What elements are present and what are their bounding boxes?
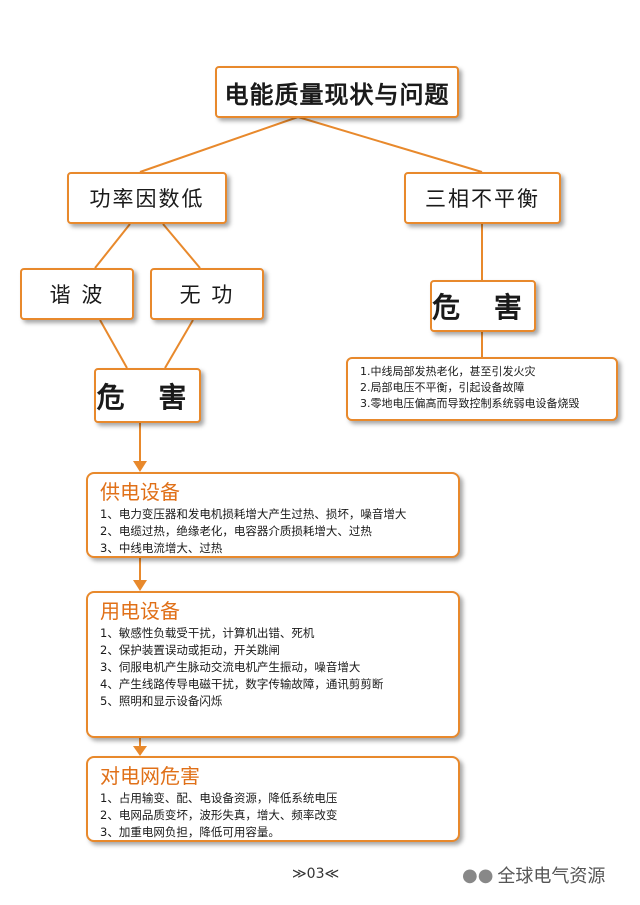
three-phase-box: 三相不平衡 [404,172,561,224]
list-item: 5、照明和显示设备闪烁 [100,694,223,708]
list-item: 4、产生线路传导电磁干扰，数字传输故障，通讯剪剪断 [100,677,384,691]
list-item: 1、电力变压器和发电机损耗增大产生过热、损坏，噪音增大 [100,507,407,521]
low-power-factor-text: 功率因数低 [89,187,205,211]
supply-equipment-panel: 供电设备 1、电力变压器和发电机损耗增大产生过热、损坏，噪音增大 2、电缆过热，… [86,472,460,558]
user-equipment-panel: 用电设备 1、敏感性负载受干扰，计算机出错、死机 2、保护装置误动或拒动，开关跳… [86,591,460,738]
list-item: 3、中线电流增大、过热 [100,541,223,555]
list-item: 2、电缆过热，绝缘老化，电容器介质损耗增大、过热 [100,524,372,538]
three-phase-effects-box: 1.中线局部发热老化，甚至引发火灾 2.局部电压不平衡，引起设备故障 3.零地电… [346,357,618,421]
title-box: 电能质量现状与问题 [215,66,459,118]
title-text: 电能质量现状与问题 [224,80,450,109]
supply-equipment-heading: 供电设备 [100,480,180,504]
grid-hazard-heading: 对电网危害 [100,764,200,788]
reactive-text: 无 功 [179,283,235,307]
hazard-left-text: 危 害 [96,380,199,414]
wechat-icon: ●● [462,864,494,886]
watermark-text: 全球电气资源 [497,866,606,887]
user-equipment-list: 1、敏感性负载受干扰，计算机出错、死机 2、保护装置误动或拒动，开关跳闸 3、伺… [100,625,383,710]
grid-hazard-panel: 对电网危害 1、占用输变、配、电设备资源，降低系统电压 2、电网品质变坏，波形失… [86,756,460,842]
watermark: ●● 全球电气资源 [462,862,605,888]
list-item: 2、保护装置误动或拒动，开关跳闸 [100,643,280,657]
list-item: 3.零地电压偏高而导致控制系统弱电设备烧毁 [360,397,580,410]
list-item: 1、敏感性负载受干扰，计算机出错、死机 [100,626,315,640]
list-item: 2、电网品质变坏，波形失真，增大、频率改变 [100,808,338,822]
low-power-factor-box: 功率因数低 [67,172,227,224]
reactive-box: 无 功 [150,268,264,320]
harmonic-text: 谐 波 [49,283,105,307]
list-item: 1.中线局部发热老化，甚至引发火灾 [360,365,536,378]
list-item: 2.局部电压不平衡，引起设备故障 [360,381,525,394]
hazard-right-text: 危 害 [432,291,534,324]
user-equipment-heading: 用电设备 [100,599,180,623]
list-item: 3、伺服电机产生脉动交流电机产生振动，噪音增大 [100,660,361,674]
grid-hazard-list: 1、占用输变、配、电设备资源，降低系统电压 2、电网品质变坏，波形失真，增大、频… [100,790,337,841]
hazard-right-box: 危 害 [430,280,536,332]
three-phase-text: 三相不平衡 [425,187,540,211]
harmonic-box: 谐 波 [20,268,134,320]
three-phase-effects-list: 1.中线局部发热老化，甚至引发火灾 2.局部电压不平衡，引起设备故障 3.零地电… [360,364,616,412]
hazard-left-box: 危 害 [94,368,201,423]
list-item: 1、占用输变、配、电设备资源，降低系统电压 [100,791,338,805]
supply-equipment-list: 1、电力变压器和发电机损耗增大产生过热、损坏，噪音增大 2、电缆过热，绝缘老化，… [100,506,406,557]
page-number: ≫03≪ [292,866,340,882]
list-item: 3、加重电网负担，降低可用容量。 [100,825,280,839]
